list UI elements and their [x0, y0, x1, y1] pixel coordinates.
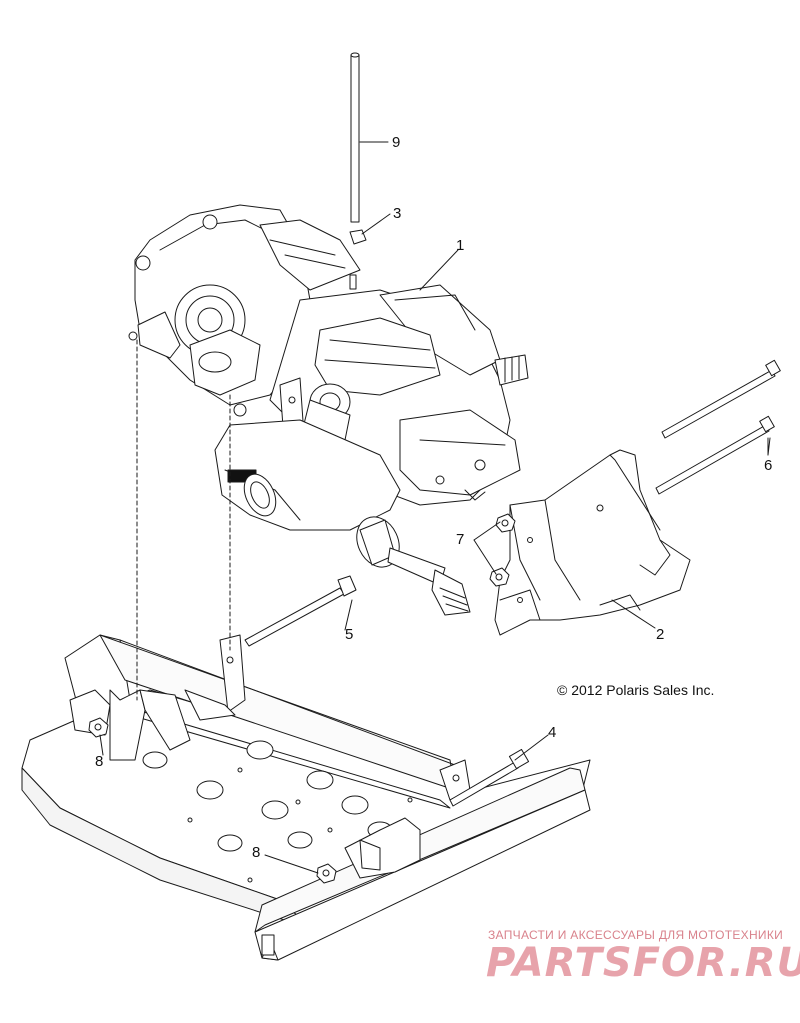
callout-1: 1	[456, 237, 464, 254]
callout-4: 4	[548, 724, 556, 741]
callout-5: 5	[345, 626, 353, 643]
callout-labels: 9 3 1 6 7 2 5 4 8 8	[95, 134, 772, 861]
callout-7: 7	[456, 531, 464, 548]
part-1-transmission	[129, 205, 528, 530]
frame-chassis	[22, 635, 590, 960]
callout-9: 9	[392, 134, 400, 151]
copyright-notice: © 2012 Polaris Sales Inc.	[557, 682, 715, 698]
leader-lines	[100, 142, 770, 873]
callout-6: 6	[764, 457, 772, 474]
callout-3: 3	[393, 205, 401, 222]
part-3-clip	[350, 230, 366, 244]
alignment-lines	[137, 340, 230, 700]
watermark-tagline: ЗАПЧАСТИ И АКСЕССУАРЫ ДЛЯ МОТОТЕХНИКИ	[488, 928, 784, 942]
callout-8-left: 8	[95, 753, 103, 770]
callout-2: 2	[656, 626, 664, 643]
watermark-brand: PARTSFOR.RU	[486, 940, 800, 986]
part-2-mount-bracket	[495, 450, 690, 635]
callout-8-bottom: 8	[252, 844, 260, 861]
part-6-rods	[656, 360, 780, 494]
part-8-nuts	[89, 718, 336, 883]
output-shaft	[349, 510, 470, 615]
part-9-rod	[351, 53, 359, 222]
part-5-bolt	[245, 576, 356, 646]
